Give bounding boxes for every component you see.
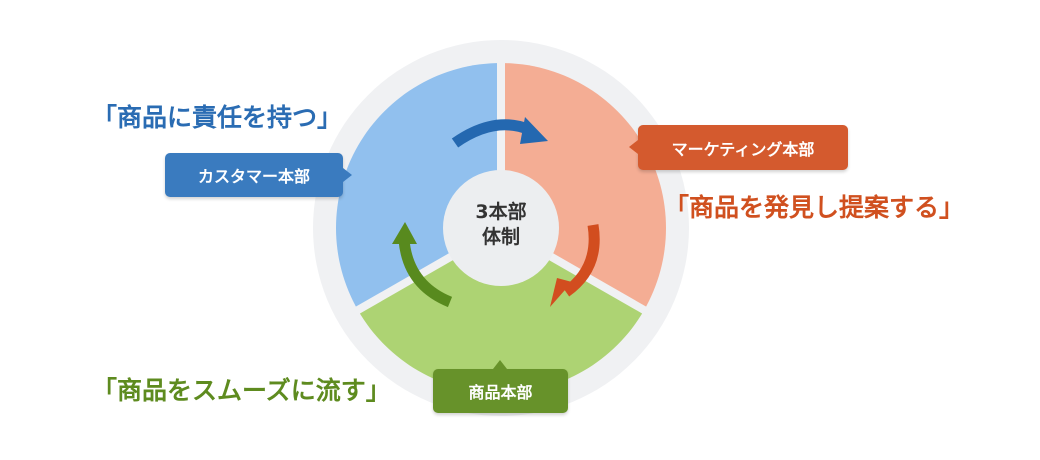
arrow-blue — [451, 119, 533, 148]
pointer-icon — [343, 168, 352, 182]
arrow-blue-head-icon — [520, 117, 548, 144]
customer-department-label: カスタマー本部 — [165, 153, 352, 197]
arrow-orange — [562, 224, 600, 297]
pointer-icon — [493, 360, 507, 369]
arrow-orange-head-icon — [550, 278, 572, 307]
arrow-green-head-icon — [392, 222, 417, 244]
arrow-green — [398, 239, 453, 308]
customer-department-name: カスタマー本部 — [197, 167, 310, 186]
center-circle — [443, 170, 559, 286]
center-label: 3本部 体制 — [450, 200, 552, 250]
pointer-icon — [629, 140, 638, 154]
product-department-name: 商品本部 — [468, 383, 533, 402]
customer-tagline: 「商品に責任を持つ」 — [92, 103, 343, 132]
product-tagline: 「商品をスムーズに流す」 — [92, 376, 391, 405]
marketing-tagline: 「商品を発見し提案する」 — [664, 193, 965, 222]
center-line1: 3本部 — [475, 201, 527, 223]
marketing-department-name: マーケティング本部 — [671, 139, 815, 159]
product-department-label: 商品本部 — [433, 360, 568, 413]
cycle-arrows — [398, 119, 600, 308]
center-line2: 体制 — [481, 226, 520, 248]
marketing-department-label: マーケティング本部 — [629, 125, 848, 170]
